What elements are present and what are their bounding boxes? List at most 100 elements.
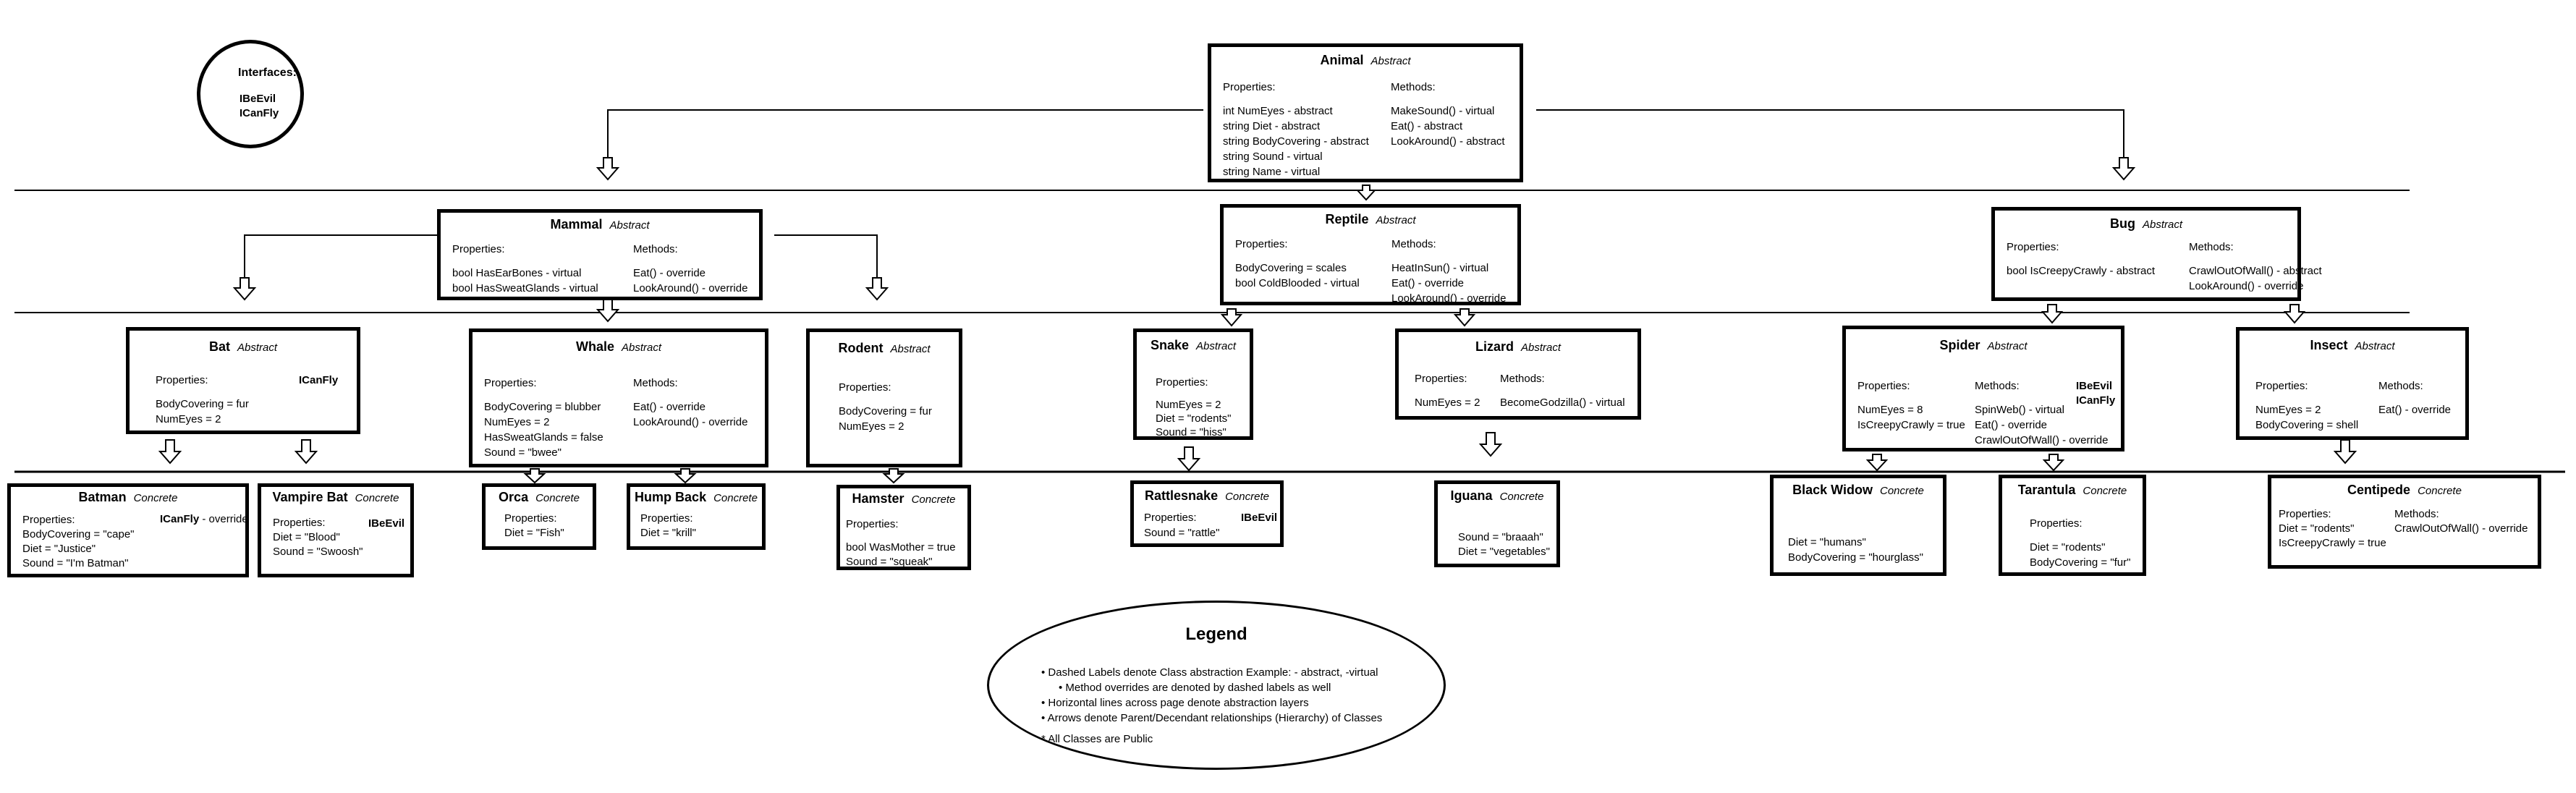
methods-label: Methods:: [2378, 380, 2423, 392]
properties-label: Properties:: [156, 374, 208, 386]
properties-label: Properties:: [846, 518, 899, 530]
methods-section: Methods: CrawlOutOfWall() - override: [2394, 507, 2528, 536]
arrow-bug-spider: [2041, 304, 2064, 324]
properties-section: Properties: NumEyes = 2 BodyCovering = s…: [2255, 378, 2358, 433]
property: Diet = "humans": [1788, 536, 1866, 548]
property: int NumEyes - abstract: [1223, 105, 1333, 117]
property: BodyCovering = fur: [156, 398, 249, 410]
arrow-whale-humpback: [674, 468, 697, 484]
properties-section: Properties: BodyCovering = "cape" Diet =…: [22, 513, 135, 571]
class-name: Bat: [208, 339, 230, 354]
method: BecomeGodzilla() - virtual: [1500, 396, 1625, 409]
class-kind: Abstract: [1987, 340, 2028, 352]
class-name: Tarantula: [2017, 483, 2076, 497]
class-name: Orca: [499, 490, 529, 504]
class-name: Whale: [575, 339, 614, 354]
class-hamster: Hamster Concrete Properties: bool WasMoth…: [836, 485, 971, 570]
properties-label: Properties:: [1415, 373, 1467, 385]
methods-section: Methods: Eat() - override: [2378, 378, 2451, 417]
interface-icanfly: ICanFly: [240, 107, 279, 119]
properties-section: Properties: bool WasMother = true Sound …: [846, 517, 956, 569]
methods-label: Methods:: [633, 377, 678, 389]
properties-label: Properties:: [484, 377, 537, 389]
properties-section: Properties: NumEyes = 8 IsCreepyCrawly =…: [1857, 378, 1965, 433]
property: Sound = "Swoosh": [273, 546, 363, 558]
arrow-mammal-bat: [232, 277, 257, 301]
class-name: Rattlesnake: [1145, 488, 1219, 503]
class-kind: Concrete: [1879, 485, 1924, 497]
properties-label: Properties:: [1223, 81, 1276, 93]
property: Sound = "bwee": [484, 446, 562, 459]
arrow-whale-orca: [523, 468, 546, 484]
property: BodyCovering = scales: [1235, 262, 1347, 274]
arrow-bug-insect: [2283, 304, 2306, 324]
class-name: Hamster: [852, 491, 904, 506]
interface-icanfly: ICanFly: [299, 374, 339, 386]
property: Diet = "krill": [640, 527, 696, 539]
methods-label: Methods:: [633, 243, 678, 255]
method: Eat() - abstract: [1391, 120, 1463, 132]
interfaces-ellipse: Interfaces: IBeEvil ICanFly: [197, 40, 304, 148]
property: Diet = "rodents": [2279, 522, 2355, 535]
interface-icanfly: ICanFly: [160, 513, 200, 525]
class-name: Animal: [1320, 53, 1364, 67]
override-note: - override: [199, 513, 248, 525]
properties-label: Properties:: [1235, 238, 1288, 250]
methods-section: Methods: CrawlOutOfWall() - abstract Loo…: [2189, 239, 2322, 294]
property: bool IsCreepyCrawly - abstract: [2007, 265, 2156, 277]
properties-label: Properties:: [839, 381, 891, 394]
properties-section: Diet = "humans" BodyCovering = "hourglas…: [1788, 535, 1923, 565]
arrow-snake-rattlesnake: [1177, 446, 1201, 472]
property: HasSweatGlands = false: [484, 431, 603, 444]
methods-section: Methods: Eat() - override LookAround() -…: [633, 242, 747, 296]
interface-row: ICanFly - override: [160, 512, 248, 527]
interface-ibeevil: IBeEvil: [368, 517, 405, 530]
property: Sound = "squeak": [846, 556, 933, 568]
method: CrawlOutOfWall() - override: [1975, 434, 2109, 446]
methods-label: Methods:: [2189, 241, 2234, 253]
method: Eat() - override: [2378, 404, 2452, 416]
arrow-spider-blackwidow: [1865, 454, 1889, 472]
properties-section: Properties: Diet = "Blood" Sound = "Swoo…: [273, 516, 363, 559]
class-kind: Abstract: [1370, 55, 1411, 67]
class-kind: Abstract: [237, 342, 278, 354]
class-kind: Abstract: [1376, 214, 1416, 226]
property: BodyCovering = "cape": [22, 528, 135, 540]
property: Diet = "rodents": [1156, 412, 1232, 425]
property: NumEyes = 2: [2255, 404, 2321, 416]
class-name: Rodent: [838, 341, 884, 355]
class-name: Lizard: [1475, 339, 1514, 354]
class-kind: Concrete: [911, 493, 956, 506]
connector-mammal-bat: [244, 234, 437, 278]
methods-label: Methods:: [1391, 238, 1436, 250]
class-name: Snake: [1150, 338, 1189, 352]
class-kind: Concrete: [1225, 491, 1269, 503]
property: NumEyes = 2: [1415, 396, 1480, 409]
property: Diet = "Justice": [22, 543, 96, 555]
properties-section: Properties: NumEyes = 2 Diet = "rodents"…: [1156, 376, 1231, 439]
legend-ellipse: Legend • Dashed Labels denote Class abst…: [987, 601, 1446, 770]
properties-label: Properties:: [22, 514, 75, 526]
methods-section: Methods: SpinWeb() - virtual Eat() - ove…: [1975, 378, 2108, 448]
properties-label: Properties:: [640, 512, 693, 525]
properties-section: Properties: BodyCovering = fur NumEyes =…: [156, 373, 249, 427]
legend-items: • Dashed Labels denote Class abstraction…: [1041, 665, 1382, 747]
class-name: Bug: [2109, 216, 2135, 231]
property: bool HasSweatGlands - virtual: [452, 282, 598, 294]
legend-item: • Dashed Labels denote Class abstraction…: [1041, 666, 1378, 679]
arrow-bat-batman: [158, 439, 182, 465]
class-kind: Concrete: [2418, 485, 2462, 497]
property: string Name - virtual: [1223, 166, 1321, 178]
methods-section: Methods: BecomeGodzilla() - virtual: [1500, 371, 1625, 410]
property: string Diet - abstract: [1223, 120, 1321, 132]
